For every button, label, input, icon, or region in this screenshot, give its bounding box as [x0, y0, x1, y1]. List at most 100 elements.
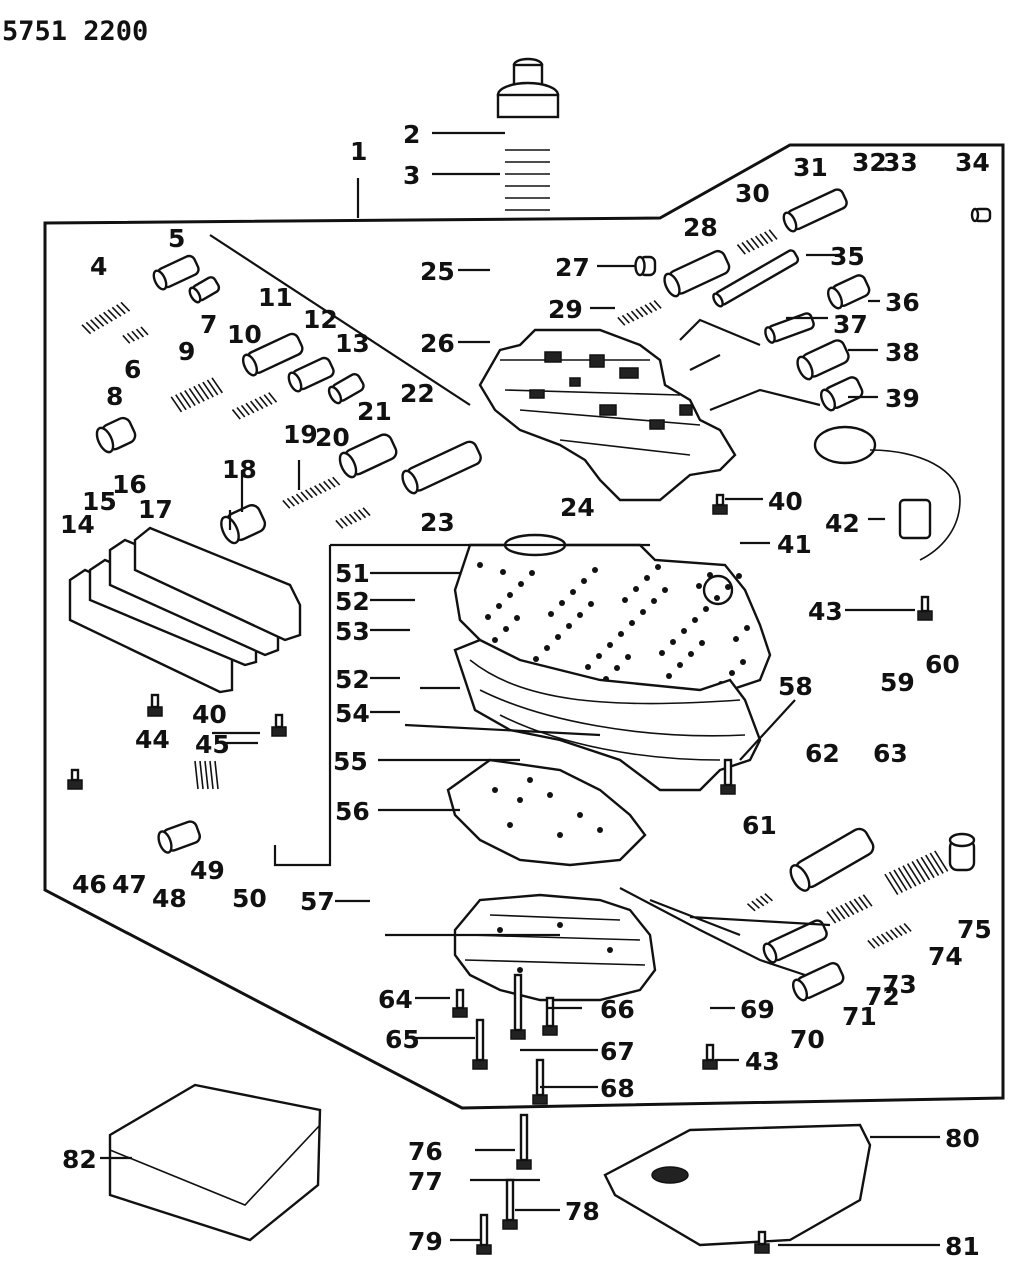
leader-lines	[100, 131, 940, 1247]
callout-18: 18	[222, 455, 257, 484]
callout-59: 59	[880, 668, 915, 697]
callout-43b: 43	[745, 1047, 780, 1076]
callout-56: 56	[335, 797, 370, 826]
callout-77: 77	[408, 1167, 443, 1196]
callout-4: 4	[90, 252, 107, 281]
callout-62: 62	[805, 739, 840, 768]
callout-42: 42	[825, 509, 860, 538]
callout-79: 79	[408, 1227, 443, 1256]
callout-46: 46	[72, 870, 107, 899]
callout-numbers: 1234567891011121314151617181920212223242…	[60, 120, 992, 1261]
callout-73: 73	[882, 970, 917, 999]
callout-10: 10	[227, 320, 262, 349]
callout-32: 32	[852, 148, 887, 177]
callout-67: 67	[600, 1037, 635, 1066]
callout-47: 47	[112, 870, 147, 899]
callout-51: 51	[335, 559, 370, 588]
callout-57: 57	[300, 887, 335, 916]
side-plates	[68, 526, 302, 694]
callout-25: 25	[420, 257, 455, 286]
callout-36: 36	[885, 288, 920, 317]
callout-43a: 43	[808, 597, 843, 626]
callout-15: 15	[82, 487, 117, 516]
diagram-code: 5751 2200	[2, 16, 148, 47]
plate-56	[446, 758, 647, 867]
callout-44: 44	[135, 725, 170, 754]
callout-2: 2	[403, 120, 420, 149]
callout-63: 63	[873, 739, 908, 768]
callout-76: 76	[408, 1137, 443, 1166]
callout-72: 72	[865, 982, 900, 1011]
callout-74: 74	[928, 942, 963, 971]
callout-30: 30	[735, 179, 770, 208]
callout-48: 48	[152, 884, 187, 913]
filter-cover	[108, 1083, 322, 1242]
top-accumulator	[496, 57, 560, 211]
callout-40b: 40	[192, 700, 227, 729]
callout-8: 8	[106, 382, 123, 411]
callout-22: 22	[400, 379, 435, 408]
callout-54: 54	[335, 699, 370, 728]
callout-34: 34	[955, 148, 990, 177]
callout-55: 55	[333, 747, 368, 776]
oil-filter	[603, 1123, 872, 1247]
callout-71: 71	[842, 1002, 877, 1031]
callout-23: 23	[420, 508, 455, 537]
callout-50: 50	[232, 884, 267, 913]
callout-64: 64	[378, 985, 413, 1014]
callout-7: 7	[200, 310, 217, 339]
callout-26: 26	[420, 329, 455, 358]
spool-valves	[67, 188, 992, 1255]
separator-plate	[453, 533, 772, 702]
callout-13: 13	[335, 329, 370, 358]
callout-81: 81	[945, 1232, 980, 1261]
callout-12: 12	[303, 305, 338, 334]
callout-68: 68	[600, 1074, 635, 1103]
callout-33: 33	[883, 148, 918, 177]
callout-60: 60	[925, 650, 960, 679]
callout-1: 1	[350, 137, 367, 166]
callout-21: 21	[357, 397, 392, 426]
callout-70: 70	[790, 1025, 825, 1054]
callout-75: 75	[957, 915, 992, 944]
callout-39: 39	[885, 384, 920, 413]
callout-6: 6	[124, 355, 141, 384]
lower-body	[453, 893, 657, 1002]
callout-37: 37	[833, 310, 868, 339]
callout-27: 27	[555, 253, 590, 282]
callout-19: 19	[283, 420, 318, 449]
callout-78: 78	[565, 1197, 600, 1226]
callout-5: 5	[168, 224, 185, 253]
callout-66: 66	[600, 995, 635, 1024]
callout-31: 31	[793, 153, 828, 182]
callout-53: 53	[335, 617, 370, 646]
callout-49: 49	[190, 856, 225, 885]
callout-65: 65	[385, 1025, 420, 1054]
callout-14: 14	[60, 510, 95, 539]
callout-9: 9	[178, 337, 195, 366]
callout-3: 3	[403, 161, 420, 190]
upper-valve-body	[478, 328, 737, 502]
callout-17: 17	[138, 495, 173, 524]
callout-45: 45	[195, 730, 230, 759]
callout-58: 58	[778, 672, 813, 701]
callout-28: 28	[683, 213, 718, 242]
callout-38: 38	[885, 338, 920, 367]
callout-52a: 52	[335, 587, 370, 616]
callout-24: 24	[560, 493, 595, 522]
callout-35: 35	[830, 242, 865, 271]
callout-82: 82	[62, 1145, 97, 1174]
callout-52b: 52	[335, 665, 370, 694]
callout-29: 29	[548, 295, 583, 324]
solenoid-assembly	[813, 425, 961, 561]
lower-valve-body	[453, 638, 762, 792]
callout-40a: 40	[768, 487, 803, 516]
callout-61: 61	[742, 811, 777, 840]
callout-11: 11	[258, 283, 293, 312]
callout-41: 41	[777, 530, 812, 559]
assembly-frame	[43, 143, 1005, 1110]
callout-20: 20	[315, 423, 350, 452]
callout-80: 80	[945, 1124, 980, 1153]
callout-69: 69	[740, 995, 775, 1024]
